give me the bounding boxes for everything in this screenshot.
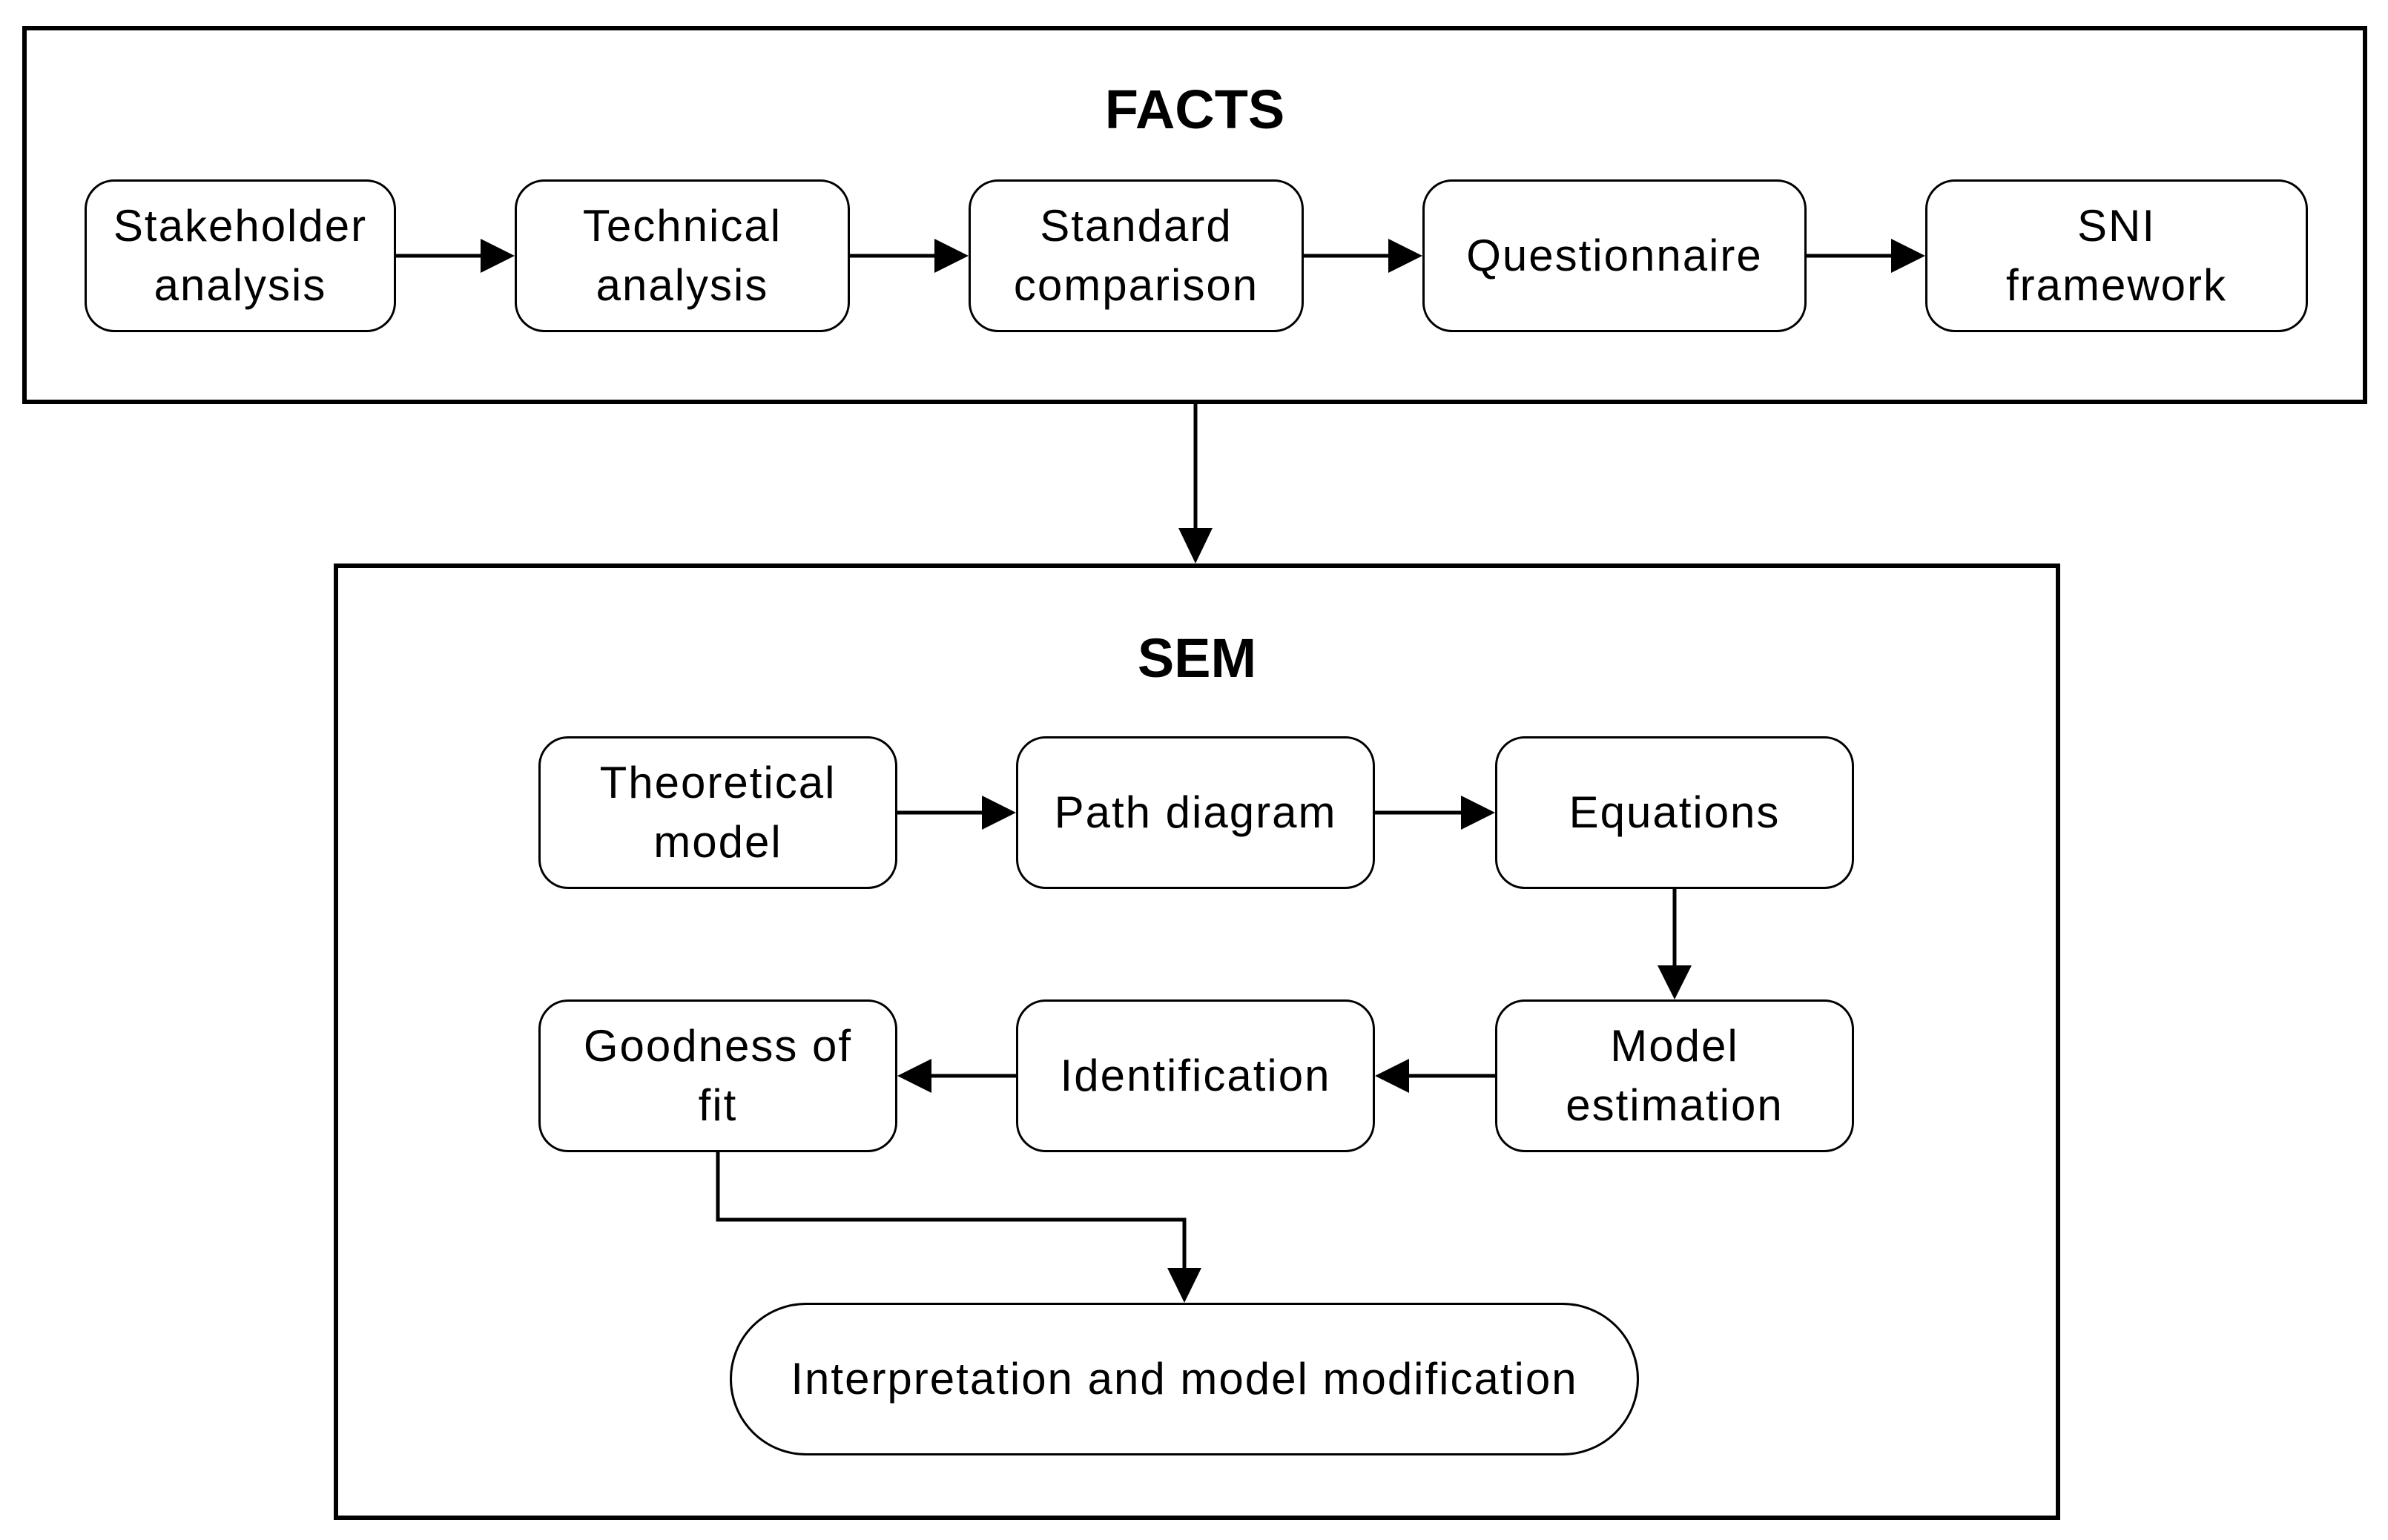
goodness-of-fit-node: Goodness of fit bbox=[538, 999, 897, 1152]
interpretation-node: Interpretation and model modification bbox=[730, 1303, 1639, 1455]
theoretical-model-node: Theoretical model bbox=[538, 736, 897, 889]
identification-node: Identification bbox=[1016, 999, 1375, 1152]
sni-framework-node: SNI framework bbox=[1925, 179, 2308, 332]
technical-analysis-node: Technical analysis bbox=[515, 179, 850, 332]
arrow-facts-to-sem bbox=[1178, 404, 1213, 564]
facts-title: FACTS bbox=[1104, 79, 1285, 140]
path-diagram-node: Path diagram bbox=[1016, 736, 1375, 889]
sem-title: SEM bbox=[1137, 627, 1257, 689]
standard-comparison-node: Standard comparison bbox=[969, 179, 1304, 332]
questionnaire-node: Questionnaire bbox=[1422, 179, 1807, 332]
equations-node: Equations bbox=[1495, 736, 1854, 889]
model-estimation-node: Model estimation bbox=[1495, 999, 1854, 1152]
stakeholder-analysis-node: Stakeholder analysis bbox=[85, 179, 396, 332]
